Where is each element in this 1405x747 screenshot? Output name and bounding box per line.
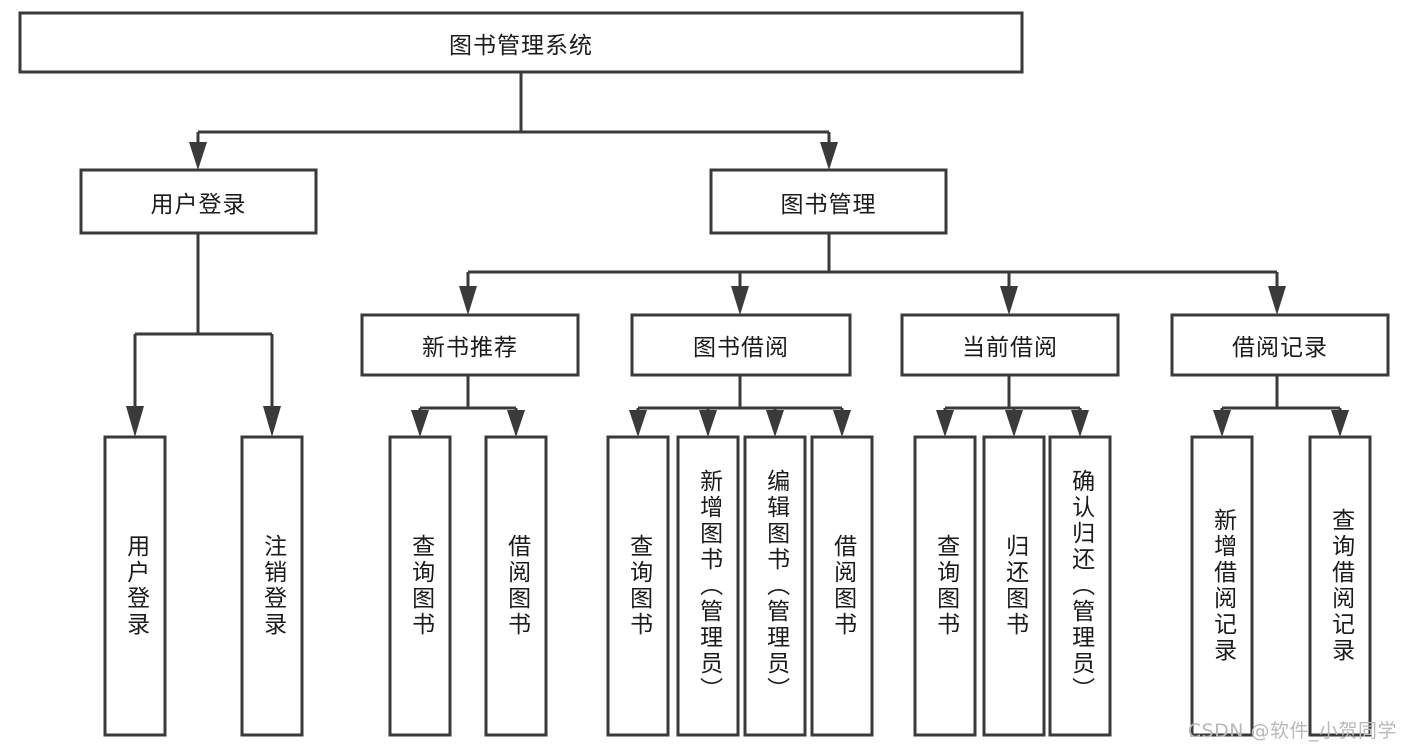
arrow-head-book-borrow [731,286,749,315]
node-box-book-management[interactable] [709,168,948,235]
edge-group-borrow-record [1213,375,1349,437]
node-box-user-login[interactable] [79,168,318,235]
edge-group-book-borrow [629,375,851,437]
arrow-head-book-management [820,142,838,170]
node-box-leaf-confirm-return[interactable] [1048,435,1112,737]
arrow-head-leaf-edit-book [766,410,784,437]
node-box-leaf-user-login[interactable] [103,435,167,737]
arrow-head-borrow-record [1268,286,1286,315]
arrow-head-leaf-query-book-2 [629,410,647,437]
arrow-head-leaf-logout [263,406,281,437]
node-box-leaf-add-record[interactable] [1190,435,1254,737]
node-box-leaf-query-book-1[interactable] [388,435,452,737]
node-box-borrow-record[interactable] [1170,313,1390,377]
node-box-leaf-logout[interactable] [240,435,304,737]
arrow-head-leaf-confirm-return [1071,410,1089,437]
node-box-current-borrow[interactable] [900,313,1120,377]
arrow-head-leaf-query-record [1331,410,1349,437]
node-box-leaf-return-book[interactable] [982,435,1046,737]
arrow-head-user-login [189,142,207,170]
node-box-leaf-query-book-3[interactable] [913,435,977,737]
edge-group-book-management [459,233,1286,315]
arrow-head-leaf-return-book [1005,410,1023,437]
arrow-head-leaf-user-login [126,406,144,437]
arrow-head-current-borrow [1000,286,1018,315]
edge-group-root [189,72,838,170]
edge-group-new-book-recommend [411,375,525,437]
node-box-leaf-query-book-2[interactable] [606,435,670,737]
node-box-root[interactable] [18,11,1024,74]
arrow-head-leaf-query-book-3 [936,410,954,437]
arrow-head-leaf-add-record [1213,410,1231,437]
watermark-text: CSDN @软件_小贺同学 [1187,720,1397,742]
edge-group-user-login [126,233,281,437]
node-box-leaf-borrow-book-1[interactable] [484,435,548,737]
node-box-leaf-add-book[interactable] [676,435,740,737]
arrow-head-leaf-query-book-1 [411,410,429,437]
node-box-book-borrow[interactable] [630,313,852,377]
node-box-new-book-recommend[interactable] [360,313,580,377]
node-box-leaf-edit-book[interactable] [743,435,807,737]
arrow-head-new-book-recommend [459,286,477,315]
node-box-leaf-query-record[interactable] [1308,435,1372,737]
arrow-head-leaf-borrow-book-2 [833,410,851,437]
arrow-head-leaf-add-book [699,410,717,437]
arrow-head-leaf-borrow-book-1 [507,410,525,437]
edge-group-current-borrow [936,375,1089,437]
node-box-leaf-borrow-book-2[interactable] [810,435,874,737]
